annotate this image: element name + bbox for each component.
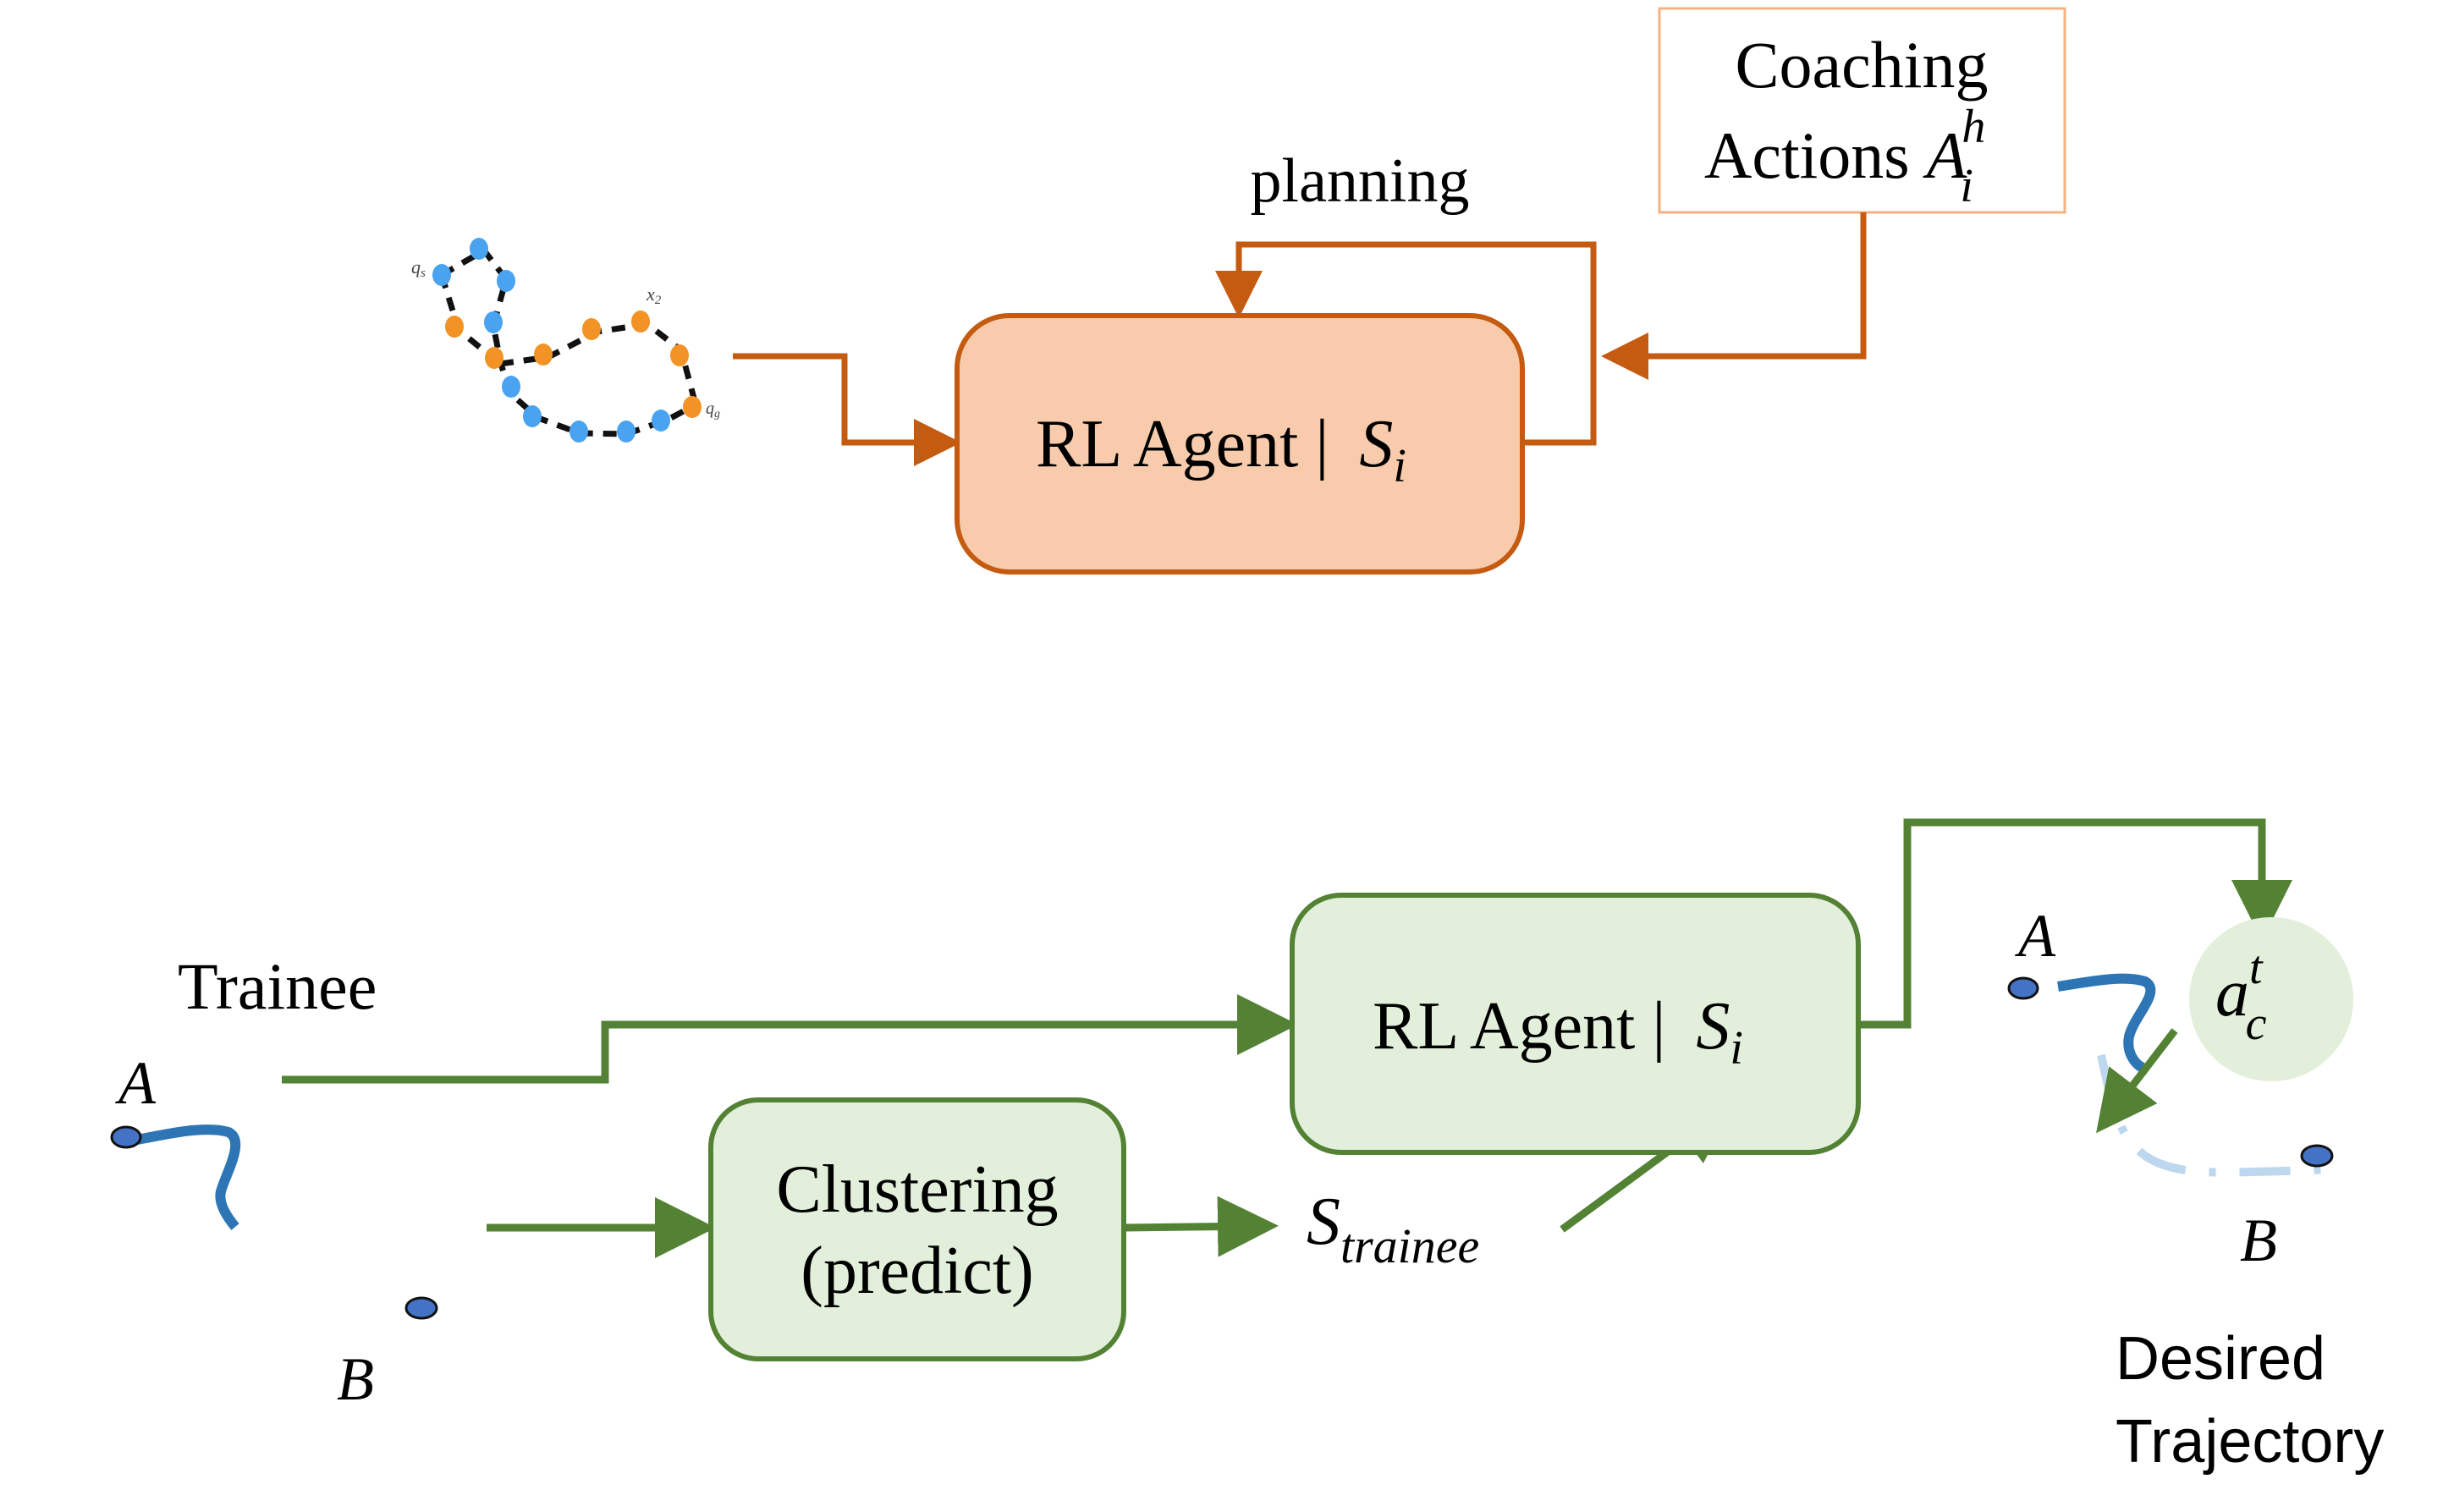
left-point-b-label: B <box>337 1345 374 1413</box>
planning-label: planning <box>1251 146 1470 216</box>
waypoint-dot <box>617 421 636 443</box>
orange-waypoints <box>445 311 702 418</box>
coaching-label: Coaching <box>1736 28 1989 102</box>
trainee-path <box>135 1124 241 1230</box>
waypoint-dot <box>534 344 553 366</box>
waypoint-dot <box>683 396 702 418</box>
plot-to-agent-arrow <box>733 353 961 466</box>
agent-label: RL Agent |Si <box>1036 407 1406 492</box>
waypoint-dot <box>484 311 503 333</box>
waypoint-dot <box>523 405 542 427</box>
rl-agent-green: RL Agent |Si <box>1290 893 1861 1155</box>
agent-label: RL Agent |Si <box>1373 989 1743 1075</box>
left-point-a-label: A <box>115 1049 157 1117</box>
bottom-section: Trainee A B Clustering (predict) Straine… <box>110 818 2384 1476</box>
waypoint-dot <box>631 311 650 333</box>
desired-label: Desired <box>2116 1325 2325 1393</box>
action-correction-arrow <box>2096 1028 2178 1134</box>
trajectory-label: Trajectory <box>2116 1408 2384 1476</box>
planned-path-dashed <box>438 246 699 437</box>
trainee-trajectory: A B <box>110 1049 438 1413</box>
waypoint-dot <box>470 238 488 260</box>
agent-to-action-arrow <box>1858 818 2292 1029</box>
left-point-a-dot <box>110 1125 142 1149</box>
planning-loop-arrow <box>1215 241 1597 446</box>
goal-label: qg <box>706 399 720 421</box>
left-point-b-dot <box>404 1296 438 1320</box>
trainee-path-right <box>2057 973 2156 1073</box>
trainee-to-agent-arrow <box>282 994 1298 1084</box>
clustering-box: Clustering (predict) <box>708 1097 1126 1361</box>
waypoint-dot <box>432 264 451 286</box>
waypoint-dot <box>569 421 588 443</box>
start-label: qs <box>411 256 426 280</box>
right-point-b-label: B <box>2240 1207 2277 1274</box>
waypoint-label: x2 <box>646 283 662 307</box>
waypoint-dot <box>445 316 464 338</box>
right-point-b-dot <box>2300 1144 2334 1168</box>
waypoint-dot <box>497 270 515 292</box>
blue-waypoints <box>432 238 670 443</box>
waypoint-dot <box>652 410 670 432</box>
waypoint-dot <box>485 347 503 369</box>
right-point-a-label: A <box>2015 902 2056 970</box>
trajectory-plot: qs x2 qg <box>411 238 720 443</box>
state-trainee-label: Strainee <box>1307 1185 1479 1273</box>
rl-agent-orange: RL Agent |Si <box>955 313 1525 575</box>
trainee-label: Trainee <box>178 949 377 1023</box>
coaching-action-circle <box>2189 917 2353 1081</box>
clustering-label: Clustering <box>776 1152 1058 1227</box>
waypoint-dot <box>582 318 601 340</box>
clustering-to-state-arrow <box>1123 1196 1279 1257</box>
predict-label: (predict) <box>801 1234 1033 1308</box>
waypoint-dot <box>502 376 520 398</box>
coaching-to-agent-arrow <box>1601 212 1867 380</box>
right-point-a-dot <box>2007 976 2039 1000</box>
waypoint-dot <box>670 344 689 366</box>
